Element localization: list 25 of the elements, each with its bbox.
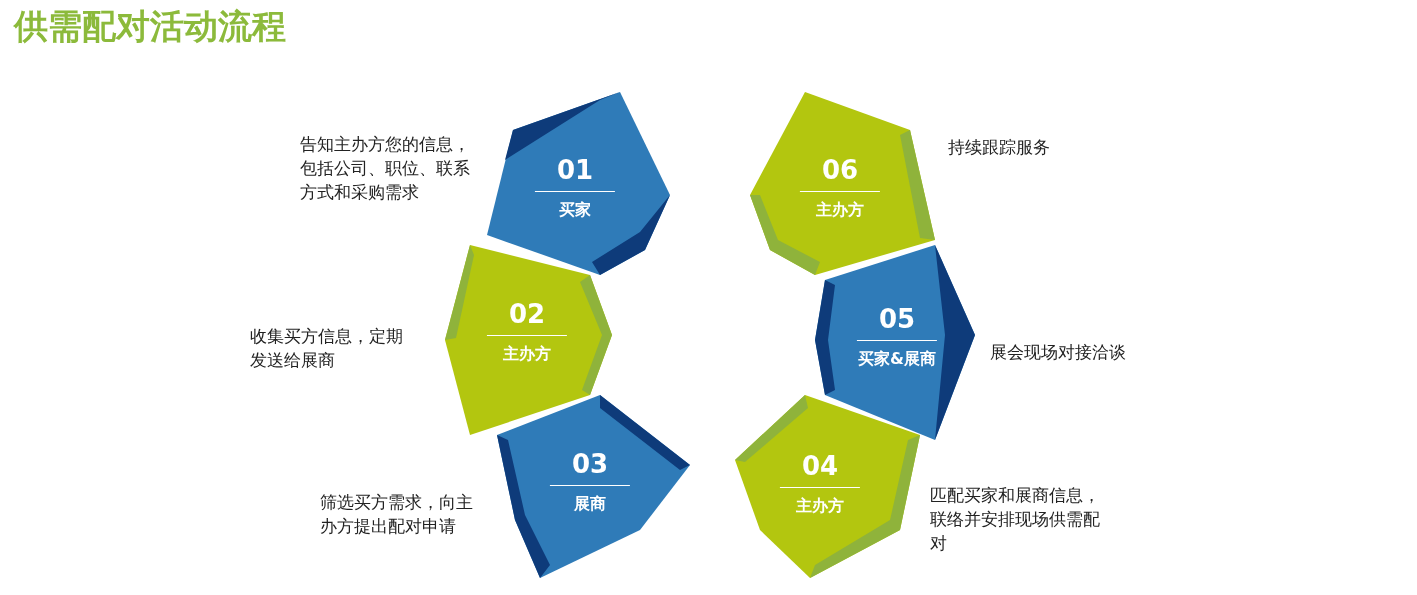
- step-description: 持续跟踪服务: [948, 136, 1051, 159]
- role-label: 主办方: [816, 200, 864, 221]
- step-description: 展会现场对接洽谈: [990, 341, 1127, 364]
- step-description: 收集买方信息，定期发送给展商: [250, 325, 404, 372]
- step-description: 匹配买家和展商信息，联络并安排现场供需配对: [930, 484, 1101, 555]
- step-description: 筛选买方需求，向主办方提出配对申请: [320, 491, 474, 538]
- role-label: 买家&展商: [858, 349, 936, 370]
- title: 供需配对活动流程: [14, 5, 286, 48]
- process-segment: [497, 395, 690, 578]
- step-number: 01: [534, 155, 616, 192]
- role-label: 买家: [559, 200, 591, 221]
- process-segment: [445, 245, 612, 435]
- process-segment: [750, 92, 935, 275]
- step-number: 04: [779, 451, 861, 488]
- step-description: 告知主办方您的信息，包括公司、职位、联系方式和采购需求: [300, 133, 471, 204]
- role-label: 展商: [574, 494, 606, 515]
- process-segment: [735, 395, 920, 578]
- step-number: 06: [799, 155, 881, 192]
- step-number: 03: [549, 449, 631, 486]
- step-number: 02: [486, 299, 568, 336]
- process-segment: [487, 92, 670, 275]
- step-number: 05: [856, 304, 938, 341]
- role-label: 主办方: [796, 496, 844, 517]
- role-label: 主办方: [503, 344, 551, 365]
- process-segment: [815, 245, 975, 440]
